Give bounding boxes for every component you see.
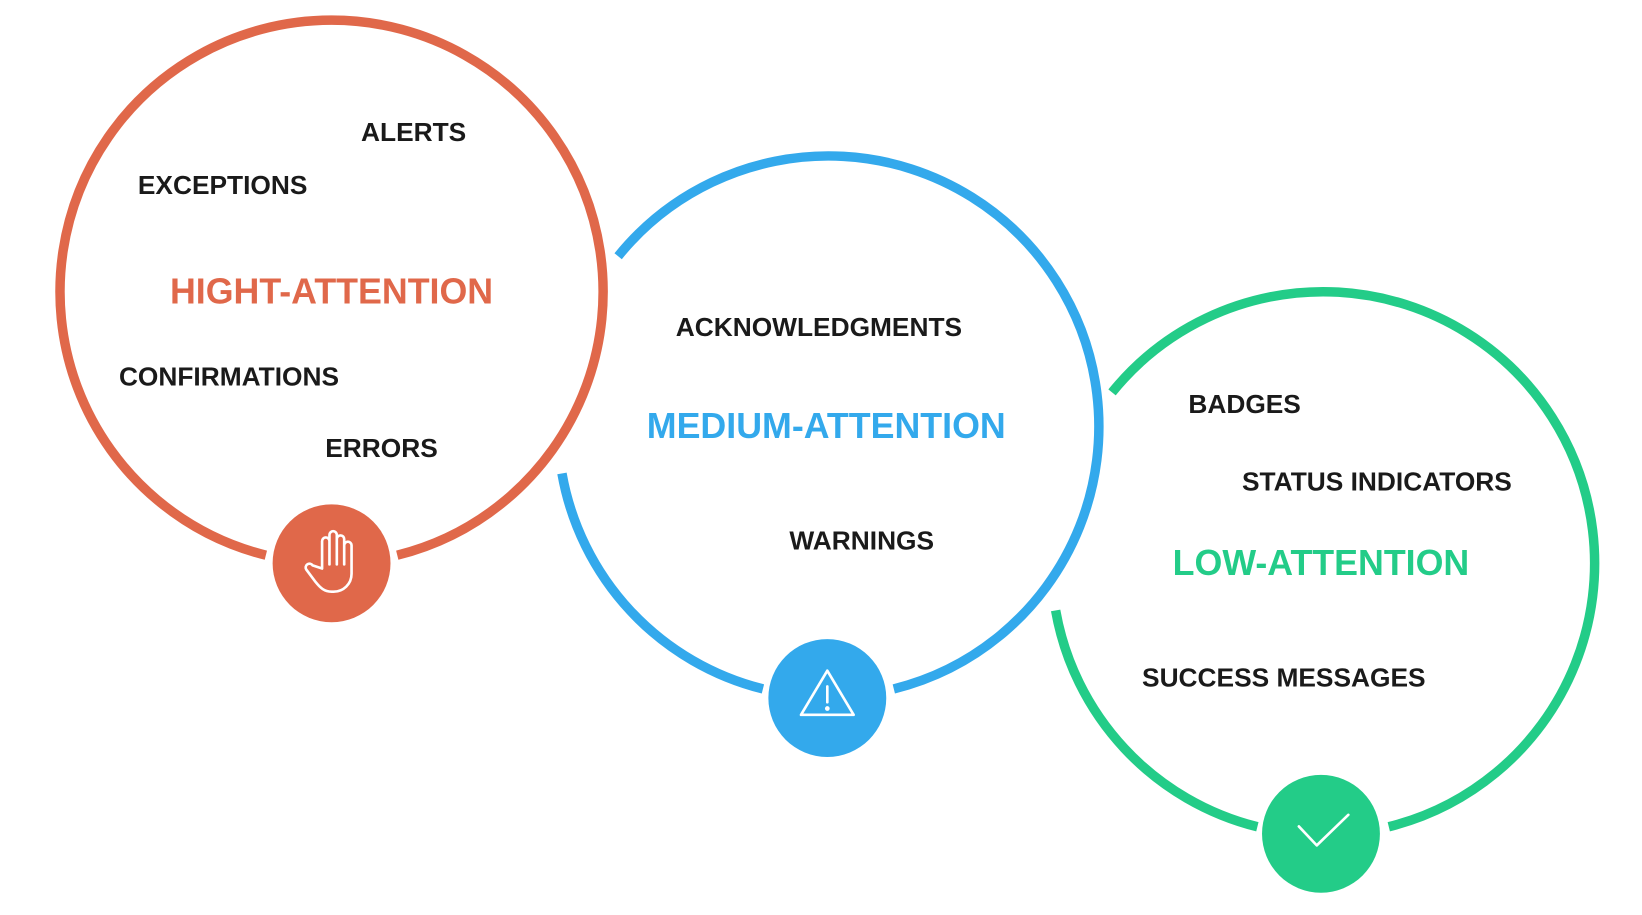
low-ring	[1050, 609, 1259, 832]
high-attention-title: HIGHT-ATTENTION	[170, 271, 493, 311]
label-status-indicators: STATUS INDICATORS	[1242, 467, 1512, 497]
label-alerts: ALERTS	[361, 117, 466, 147]
high-attention-group: HIGHT-ATTENTION ALERTS EXCEPTIONS CONFIR…	[119, 117, 493, 623]
label-exceptions: EXCEPTIONS	[138, 170, 308, 200]
high-ring	[55, 15, 608, 560]
label-warnings: WARNINGS	[789, 526, 934, 556]
warning-icon	[799, 669, 855, 717]
medium-ring	[614, 151, 1104, 694]
label-badges: BADGES	[1188, 389, 1301, 419]
low-attention-group: LOW-ATTENTION BADGES STATUS INDICATORS S…	[1142, 389, 1512, 893]
check-icon	[1297, 813, 1350, 847]
label-acknowledgments: ACKNOWLEDGMENTS	[676, 312, 962, 342]
label-success-messages: SUCCESS MESSAGES	[1142, 662, 1426, 692]
label-confirmations: CONFIRMATIONS	[119, 361, 339, 391]
medium-ring	[557, 472, 765, 694]
low-ring	[1108, 287, 1600, 832]
high-icon-badge	[272, 504, 391, 623]
medium-attention-title: MEDIUM-ATTENTION	[647, 406, 1006, 446]
low-attention-title: LOW-ATTENTION	[1173, 543, 1470, 583]
low-icon-badge	[1262, 774, 1380, 893]
medium-attention-group: MEDIUM-ATTENTION ACKNOWLEDGMENTS WARNING…	[647, 312, 1006, 757]
label-errors: ERRORS	[325, 433, 438, 463]
hand-icon	[304, 529, 353, 594]
